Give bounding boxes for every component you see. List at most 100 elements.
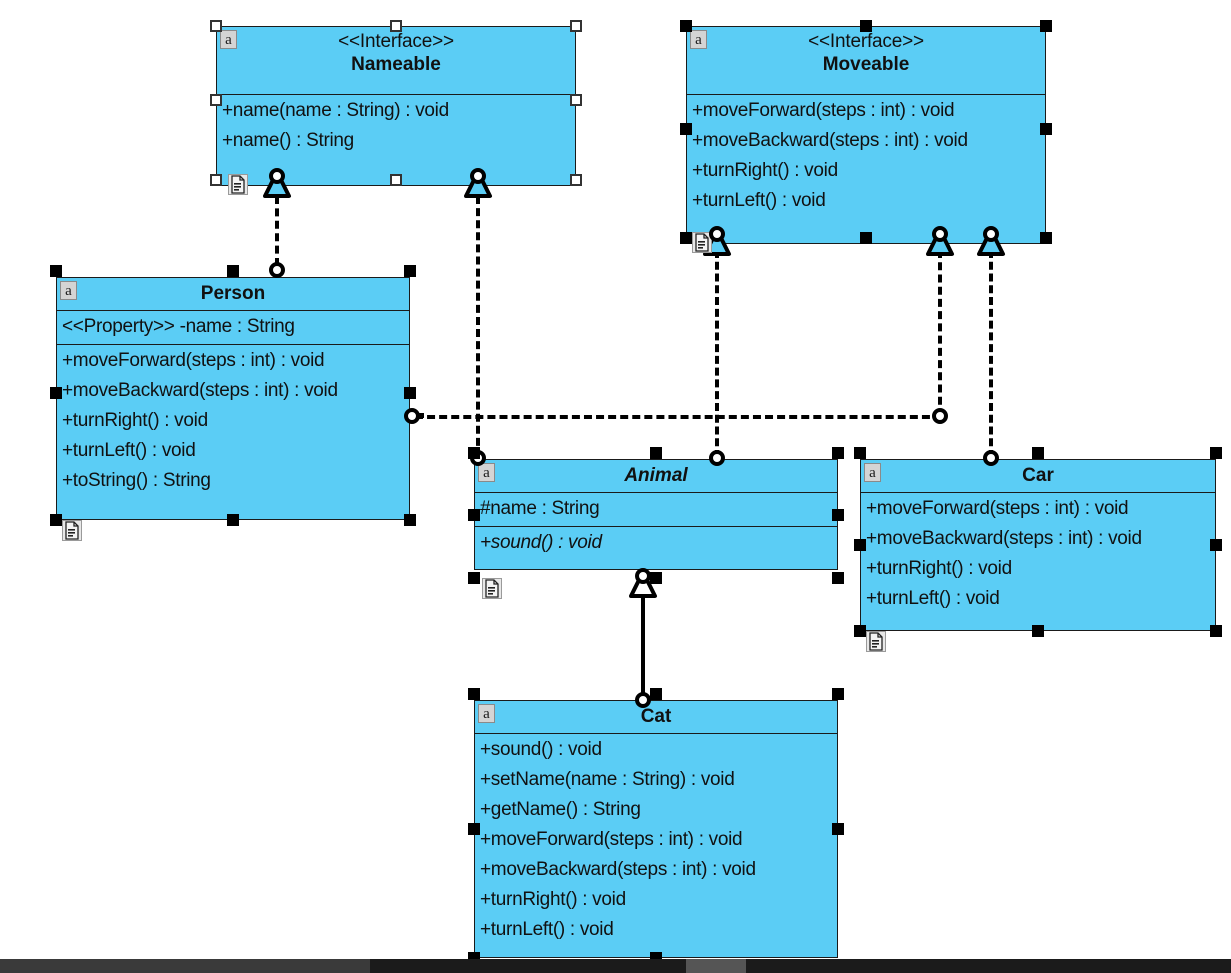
selection-handle[interactable] bbox=[680, 123, 692, 135]
selection-handle[interactable] bbox=[1040, 20, 1052, 32]
method-item: +setName(name : String) : void bbox=[480, 769, 735, 790]
selection-handle[interactable] bbox=[854, 625, 866, 637]
selection-handle[interactable] bbox=[210, 94, 222, 106]
selection-handle[interactable] bbox=[854, 539, 866, 551]
selection-handle[interactable] bbox=[650, 688, 662, 700]
connector-endpoint[interactable] bbox=[635, 692, 651, 708]
class-box-car[interactable]: a Car +moveForward(steps : int) : void +… bbox=[860, 459, 1216, 631]
realization-arrowhead-car-moveable[interactable] bbox=[976, 226, 1006, 258]
realization-arrowhead-animal-nameable[interactable] bbox=[463, 168, 493, 200]
method-item: +turnLeft() : void bbox=[692, 190, 826, 211]
attribute-badge-icon: a bbox=[690, 30, 707, 49]
connector-animal-moveable[interactable] bbox=[715, 250, 719, 458]
connector-animal-nameable[interactable] bbox=[476, 196, 480, 458]
doc-badge-icon-car[interactable] bbox=[866, 631, 886, 652]
selection-handle[interactable] bbox=[468, 572, 480, 584]
selection-handle[interactable] bbox=[832, 572, 844, 584]
selection-handle[interactable] bbox=[50, 265, 62, 277]
scrollbar-track[interactable] bbox=[0, 959, 370, 973]
connector-endpoint[interactable] bbox=[932, 226, 948, 242]
stereotype-label: <<Interface>> bbox=[338, 31, 454, 52]
selection-handle[interactable] bbox=[404, 514, 416, 526]
stereotype-label: <<Interface>> bbox=[808, 31, 924, 52]
scrollbar-thumb[interactable] bbox=[686, 959, 746, 973]
selection-handle[interactable] bbox=[50, 387, 62, 399]
connector-cat-animal[interactable] bbox=[641, 572, 645, 700]
doc-badge-icon-person[interactable] bbox=[62, 520, 82, 541]
doc-badge-icon-nameable[interactable] bbox=[228, 174, 248, 195]
class-name-label: Car bbox=[1022, 465, 1054, 486]
connector-endpoint[interactable] bbox=[470, 168, 486, 184]
selection-handle[interactable] bbox=[227, 265, 239, 277]
connector-endpoint[interactable] bbox=[269, 262, 285, 278]
selection-handle[interactable] bbox=[210, 174, 222, 186]
class-box-nameable[interactable]: a <<Interface>> Nameable +name(name : St… bbox=[216, 26, 576, 186]
attribute-item: <<Property>> -name : String bbox=[62, 316, 295, 337]
connector-person-moveable-vertical[interactable] bbox=[938, 250, 942, 417]
generalization-arrowhead-cat-animal[interactable] bbox=[628, 568, 658, 600]
connector-endpoint[interactable] bbox=[404, 408, 420, 424]
class-box-person[interactable]: a Person <<Property>> -name : String +mo… bbox=[56, 277, 410, 520]
selection-handle[interactable] bbox=[390, 20, 402, 32]
doc-badge-icon-animal[interactable] bbox=[482, 578, 502, 599]
method-item: +moveBackward(steps : int) : void bbox=[62, 380, 338, 401]
selection-handle[interactable] bbox=[468, 688, 480, 700]
selection-handle[interactable] bbox=[1032, 625, 1044, 637]
selection-handle[interactable] bbox=[650, 447, 662, 459]
selection-handle[interactable] bbox=[1040, 232, 1052, 244]
selection-handle[interactable] bbox=[1032, 447, 1044, 459]
connector-person-nameable[interactable] bbox=[275, 196, 279, 266]
selection-handle[interactable] bbox=[404, 265, 416, 277]
selection-handle[interactable] bbox=[832, 688, 844, 700]
class-name-label: Cat bbox=[640, 706, 672, 727]
class-box-moveable[interactable]: a <<Interface>> Moveable +moveForward(st… bbox=[686, 26, 1046, 244]
selection-handle[interactable] bbox=[854, 447, 866, 459]
class-name-label: Person bbox=[200, 283, 266, 304]
attribute-badge-icon: a bbox=[864, 463, 881, 482]
selection-handle[interactable] bbox=[1040, 123, 1052, 135]
selection-handle[interactable] bbox=[210, 20, 222, 32]
connector-endpoint[interactable] bbox=[269, 168, 285, 184]
method-item: +name(name : String) : void bbox=[222, 100, 449, 121]
realization-arrowhead-person-nameable[interactable] bbox=[262, 168, 292, 200]
connector-person-moveable-horizontal[interactable] bbox=[415, 415, 942, 419]
method-compartment: +name(name : String) : void +name() : St… bbox=[217, 95, 575, 158]
selection-handle[interactable] bbox=[860, 232, 872, 244]
selection-handle[interactable] bbox=[680, 20, 692, 32]
connector-endpoint[interactable] bbox=[983, 226, 999, 242]
selection-handle[interactable] bbox=[570, 174, 582, 186]
connector-endpoint[interactable] bbox=[932, 408, 948, 424]
connector-endpoint[interactable] bbox=[635, 568, 651, 584]
class-box-animal[interactable]: a Animal #name : String +sound() : void bbox=[474, 459, 838, 570]
selection-handle[interactable] bbox=[1210, 539, 1222, 551]
doc-badge-icon-moveable[interactable] bbox=[692, 232, 712, 253]
selection-handle[interactable] bbox=[468, 447, 480, 459]
selection-handle[interactable] bbox=[832, 823, 844, 835]
selection-handle[interactable] bbox=[468, 509, 480, 521]
method-item: +name() : String bbox=[222, 130, 354, 151]
selection-handle[interactable] bbox=[1210, 447, 1222, 459]
selection-handle[interactable] bbox=[50, 514, 62, 526]
selection-handle[interactable] bbox=[227, 514, 239, 526]
selection-handle[interactable] bbox=[570, 94, 582, 106]
connector-endpoint[interactable] bbox=[983, 450, 999, 466]
method-item: +toString() : String bbox=[62, 470, 211, 491]
selection-handle[interactable] bbox=[468, 823, 480, 835]
bottom-scrollbar[interactable] bbox=[0, 959, 1231, 973]
selection-handle[interactable] bbox=[570, 20, 582, 32]
connector-car-moveable[interactable] bbox=[989, 250, 993, 458]
attribute-badge-icon: a bbox=[60, 281, 77, 300]
realization-arrowhead-person-moveable[interactable] bbox=[925, 226, 955, 258]
connector-endpoint[interactable] bbox=[709, 226, 725, 242]
selection-handle[interactable] bbox=[832, 447, 844, 459]
selection-handle[interactable] bbox=[680, 232, 692, 244]
selection-handle[interactable] bbox=[650, 572, 662, 584]
selection-handle[interactable] bbox=[1210, 625, 1222, 637]
connector-endpoint[interactable] bbox=[709, 450, 725, 466]
selection-handle[interactable] bbox=[404, 387, 416, 399]
selection-handle[interactable] bbox=[390, 174, 402, 186]
selection-handle[interactable] bbox=[832, 509, 844, 521]
selection-handle[interactable] bbox=[860, 20, 872, 32]
class-box-cat[interactable]: a Cat +sound() : void +setName(name : St… bbox=[474, 700, 838, 958]
